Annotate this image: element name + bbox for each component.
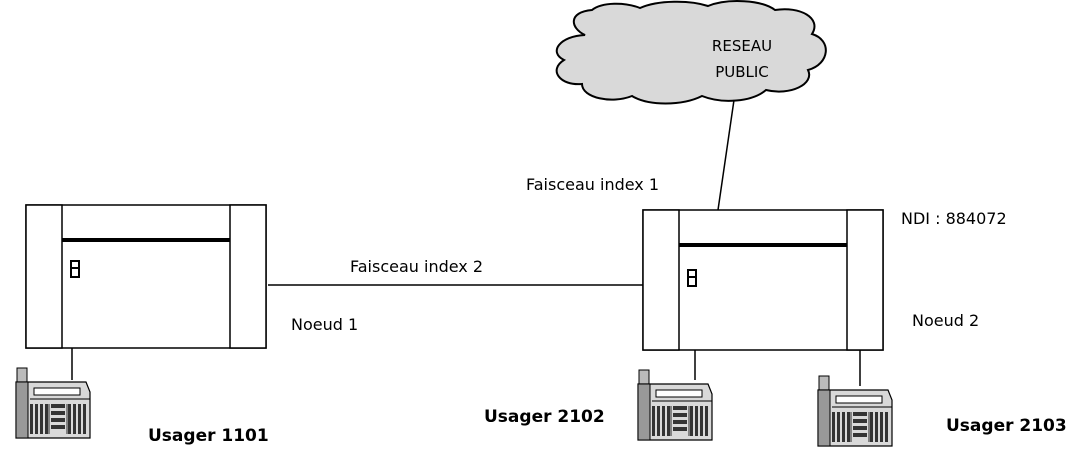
cloud-label-line2: PUBLIC xyxy=(715,63,769,81)
cloud-label-line1: RESEAU xyxy=(712,37,772,55)
public-trunk-line xyxy=(717,99,735,211)
public-network-cloud xyxy=(555,0,827,105)
telephone-2102-icon xyxy=(637,369,713,441)
node-2-label: Noeud 2 xyxy=(912,311,979,330)
user-2103-label: Usager 2103 xyxy=(946,416,1067,436)
node-1-cabinet xyxy=(25,204,267,349)
user-2102-label: Usager 2102 xyxy=(484,407,605,427)
public-trunk-label: Faisceau index 1 xyxy=(526,175,659,194)
telephone-2103-icon xyxy=(817,375,893,447)
inter-node-trunk-label: Faisceau index 2 xyxy=(350,257,483,276)
telephone-1101-icon xyxy=(15,367,91,439)
user-1101-label: Usager 1101 xyxy=(148,426,269,446)
node-1-label: Noeud 1 xyxy=(291,315,358,334)
node-2-cabinet xyxy=(642,209,884,351)
node-2-ndi-label: NDI : 884072 xyxy=(901,209,1007,228)
